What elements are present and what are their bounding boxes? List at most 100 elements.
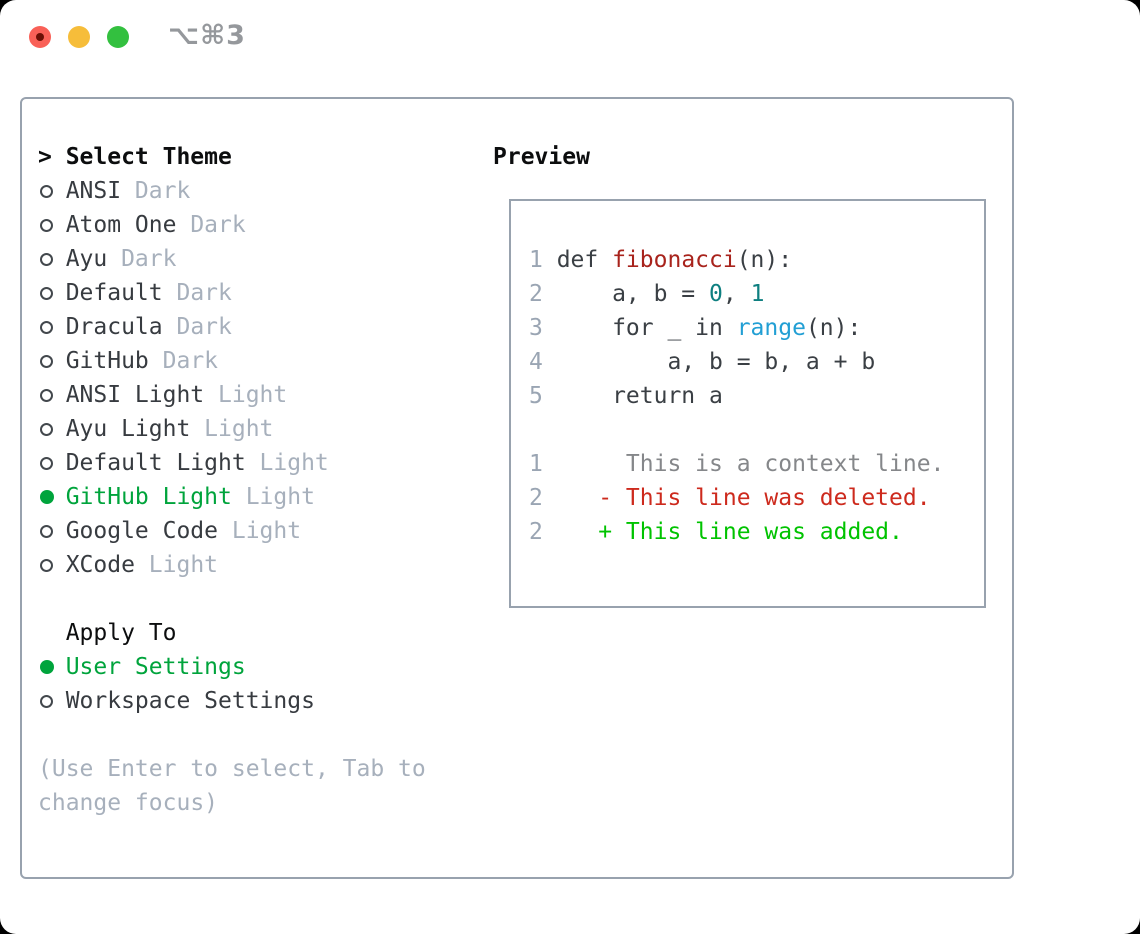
preview-line: 2 - This line was deleted. <box>529 481 976 515</box>
select-theme-header-label: Select Theme <box>65 144 232 170</box>
code-token: return a <box>556 383 723 409</box>
theme-variant-label: Dark <box>190 212 246 238</box>
theme-option[interactable]: XCode Light <box>38 548 426 582</box>
theme-name: Ayu <box>65 246 108 272</box>
radio-marker <box>38 422 66 436</box>
theme-variant-label: Dark <box>121 246 177 272</box>
code-token: + This line was added. <box>556 519 903 545</box>
apply-to-label: User Settings <box>65 654 246 680</box>
select-theme-header: > Select Theme <box>38 140 426 174</box>
radio-icon <box>40 184 53 198</box>
radio-icon <box>40 456 53 470</box>
line-number: 2 <box>529 281 543 307</box>
theme-variant-label: Light <box>148 552 219 578</box>
radio-icon <box>40 558 53 572</box>
spacer-row <box>38 582 426 616</box>
theme-name: XCode <box>65 552 135 578</box>
radio-marker <box>38 694 66 708</box>
radio-icon <box>40 694 53 708</box>
radio-marker <box>38 320 66 334</box>
radio-marker <box>38 490 66 504</box>
code-token: - This line was deleted. <box>556 485 931 511</box>
line-number: 1 <box>529 247 543 273</box>
theme-variant-label: Light <box>218 382 288 408</box>
theme-option[interactable]: Ayu Dark <box>38 242 426 276</box>
line-number: 2 <box>529 519 543 545</box>
hint-line: change focus) <box>38 790 219 816</box>
line-number: 2 <box>529 485 543 511</box>
radio-icon <box>40 524 53 538</box>
code-token: for _ in <box>556 315 737 341</box>
preview-line: 3 for _ in range(n): <box>529 311 976 345</box>
theme-name: Default <box>65 280 163 306</box>
preview-line: 2 a, b = 0, 1 <box>529 277 976 311</box>
theme-name: Ayu Light <box>65 416 191 442</box>
code-token: def <box>556 247 613 273</box>
radio-icon <box>40 286 53 300</box>
theme-variant-label: Dark <box>176 314 232 340</box>
zoom-button[interactable] <box>107 26 129 48</box>
radio-marker <box>38 252 66 266</box>
minimize-button[interactable] <box>68 26 90 48</box>
arrow-icon: > <box>38 144 52 170</box>
apply-to-header: Apply To <box>38 616 426 650</box>
theme-option[interactable]: ANSI Light Light <box>38 378 426 412</box>
code-token: This is a context line. <box>556 451 945 477</box>
theme-option[interactable]: Atom One Dark <box>38 208 426 242</box>
apply-to-option[interactable]: User Settings <box>38 650 426 684</box>
radio-selected-icon <box>40 660 54 674</box>
theme-name: Atom One <box>65 212 177 238</box>
preview-line: 4 a, b = b, a + b <box>529 345 976 379</box>
apply-to-header-label: Apply To <box>65 620 177 646</box>
unsaved-indicator-dot <box>36 33 44 41</box>
radio-marker <box>38 388 66 402</box>
radio-marker <box>38 558 66 572</box>
theme-option[interactable]: GitHub Dark <box>38 344 426 378</box>
window-title: ⌥⌘3 <box>168 20 246 51</box>
line-number: 5 <box>529 383 543 409</box>
theme-name: ANSI Light <box>65 382 205 408</box>
radio-marker <box>38 184 66 198</box>
focus-arrow: > <box>38 144 66 170</box>
radio-selected-icon <box>40 490 54 504</box>
theme-variant-label: Light <box>245 484 315 510</box>
apply-to-option[interactable]: Workspace Settings <box>38 684 426 718</box>
radio-icon <box>40 422 53 436</box>
radio-icon <box>40 320 53 334</box>
radio-marker <box>38 218 66 232</box>
close-button[interactable] <box>29 26 51 48</box>
theme-name: GitHub <box>65 348 149 374</box>
code-token: 1 <box>750 281 765 307</box>
code-token: (n): <box>805 315 862 341</box>
code-token: a, b = <box>556 281 710 307</box>
radio-marker <box>38 660 66 674</box>
theme-variant-label: Dark <box>162 348 219 374</box>
preview-line <box>529 413 976 447</box>
code-token: (n): <box>736 247 793 273</box>
preview-line: 2 + This line was added. <box>529 515 976 549</box>
radio-marker <box>38 286 66 300</box>
theme-variant-label: Light <box>259 450 329 476</box>
theme-variant-label: Light <box>231 518 302 544</box>
radio-marker <box>38 524 66 538</box>
line-number: 4 <box>529 349 543 375</box>
line-number: 3 <box>529 315 543 341</box>
code-token: range <box>736 315 806 341</box>
radio-marker <box>38 354 66 368</box>
preview-header: Preview <box>493 144 590 170</box>
preview-line: 1 This is a context line. <box>529 447 976 481</box>
radio-icon <box>40 354 53 368</box>
